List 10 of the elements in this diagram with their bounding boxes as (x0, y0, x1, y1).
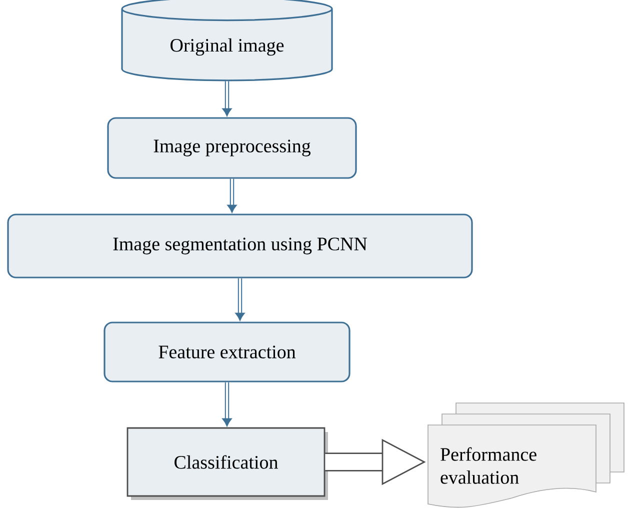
process-box: Image segmentation using PCNN (7, 214, 473, 278)
process-box: Image preprocessing (107, 117, 357, 179)
arrow (222, 81, 232, 116)
arrow (227, 178, 237, 213)
document-stack: Performance evaluation (428, 402, 624, 508)
process-box: Feature extraction (104, 322, 350, 382)
arrow (222, 382, 232, 426)
cylinder: Original image (121, 0, 333, 82)
arrow (235, 278, 245, 321)
process-box: Classification (126, 427, 328, 500)
